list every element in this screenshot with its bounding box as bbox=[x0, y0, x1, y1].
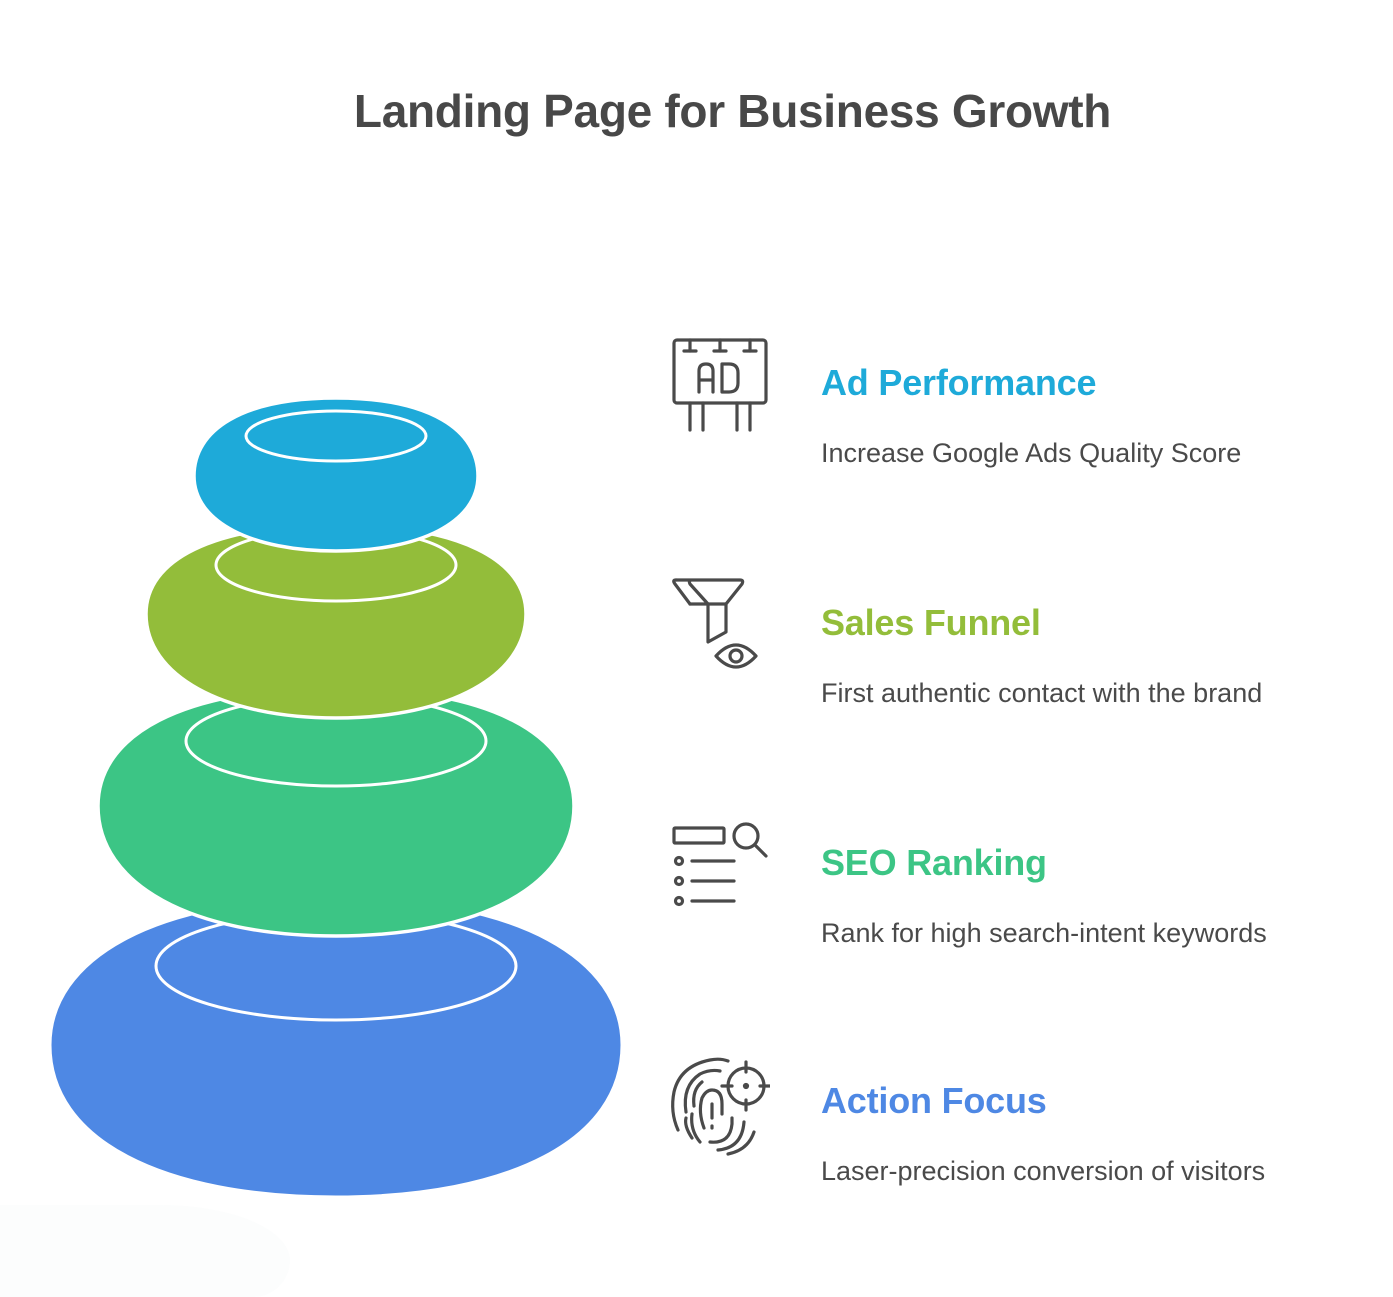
layer-description: Laser-precision conversion of visitors bbox=[821, 1156, 1266, 1186]
disc-body-ad-performance bbox=[192, 396, 480, 553]
layer-description: Increase Google Ads Quality Score bbox=[821, 438, 1242, 468]
disc-action-focus bbox=[48, 896, 624, 1199]
stacked-discs bbox=[48, 396, 624, 1199]
layer-heading: Action Focus bbox=[821, 1080, 1047, 1121]
search-list-icon bbox=[666, 814, 770, 918]
diagram-title: Landing Page for Business Growth bbox=[353, 85, 1112, 137]
billboard-ad-icon bbox=[666, 334, 770, 438]
funnel-eye-icon bbox=[666, 574, 770, 678]
layer-description: Rank for high search-intent keywords bbox=[821, 918, 1267, 948]
disc-seo-ranking bbox=[96, 686, 576, 938]
layer-item-action-focus: Action Focus Laser-precision conversion … bbox=[666, 1052, 1366, 1192]
layer-item-ad-performance: Ad Performance Increase Google Ads Quali… bbox=[666, 334, 1366, 474]
layer-description: First authentic contact with the brand bbox=[821, 678, 1263, 708]
layer-item-seo-ranking: SEO Ranking Rank for high search-intent … bbox=[666, 814, 1366, 954]
disc-body-seo-ranking bbox=[96, 686, 576, 938]
faint-background-smudge bbox=[0, 1205, 290, 1297]
layer-heading: SEO Ranking bbox=[821, 842, 1047, 883]
layer-heading: Ad Performance bbox=[821, 362, 1097, 403]
layer-item-sales-funnel: Sales Funnel First authentic contact wit… bbox=[666, 574, 1366, 714]
layer-heading: Sales Funnel bbox=[821, 602, 1041, 643]
disc-ring-ad-performance bbox=[244, 409, 428, 463]
fingerprint-target-icon bbox=[666, 1052, 772, 1156]
disc-ad-performance bbox=[192, 396, 480, 553]
disc-body-action-focus bbox=[48, 896, 624, 1199]
disc-sales-funnel bbox=[144, 523, 528, 720]
disc-body-sales-funnel bbox=[144, 523, 528, 720]
